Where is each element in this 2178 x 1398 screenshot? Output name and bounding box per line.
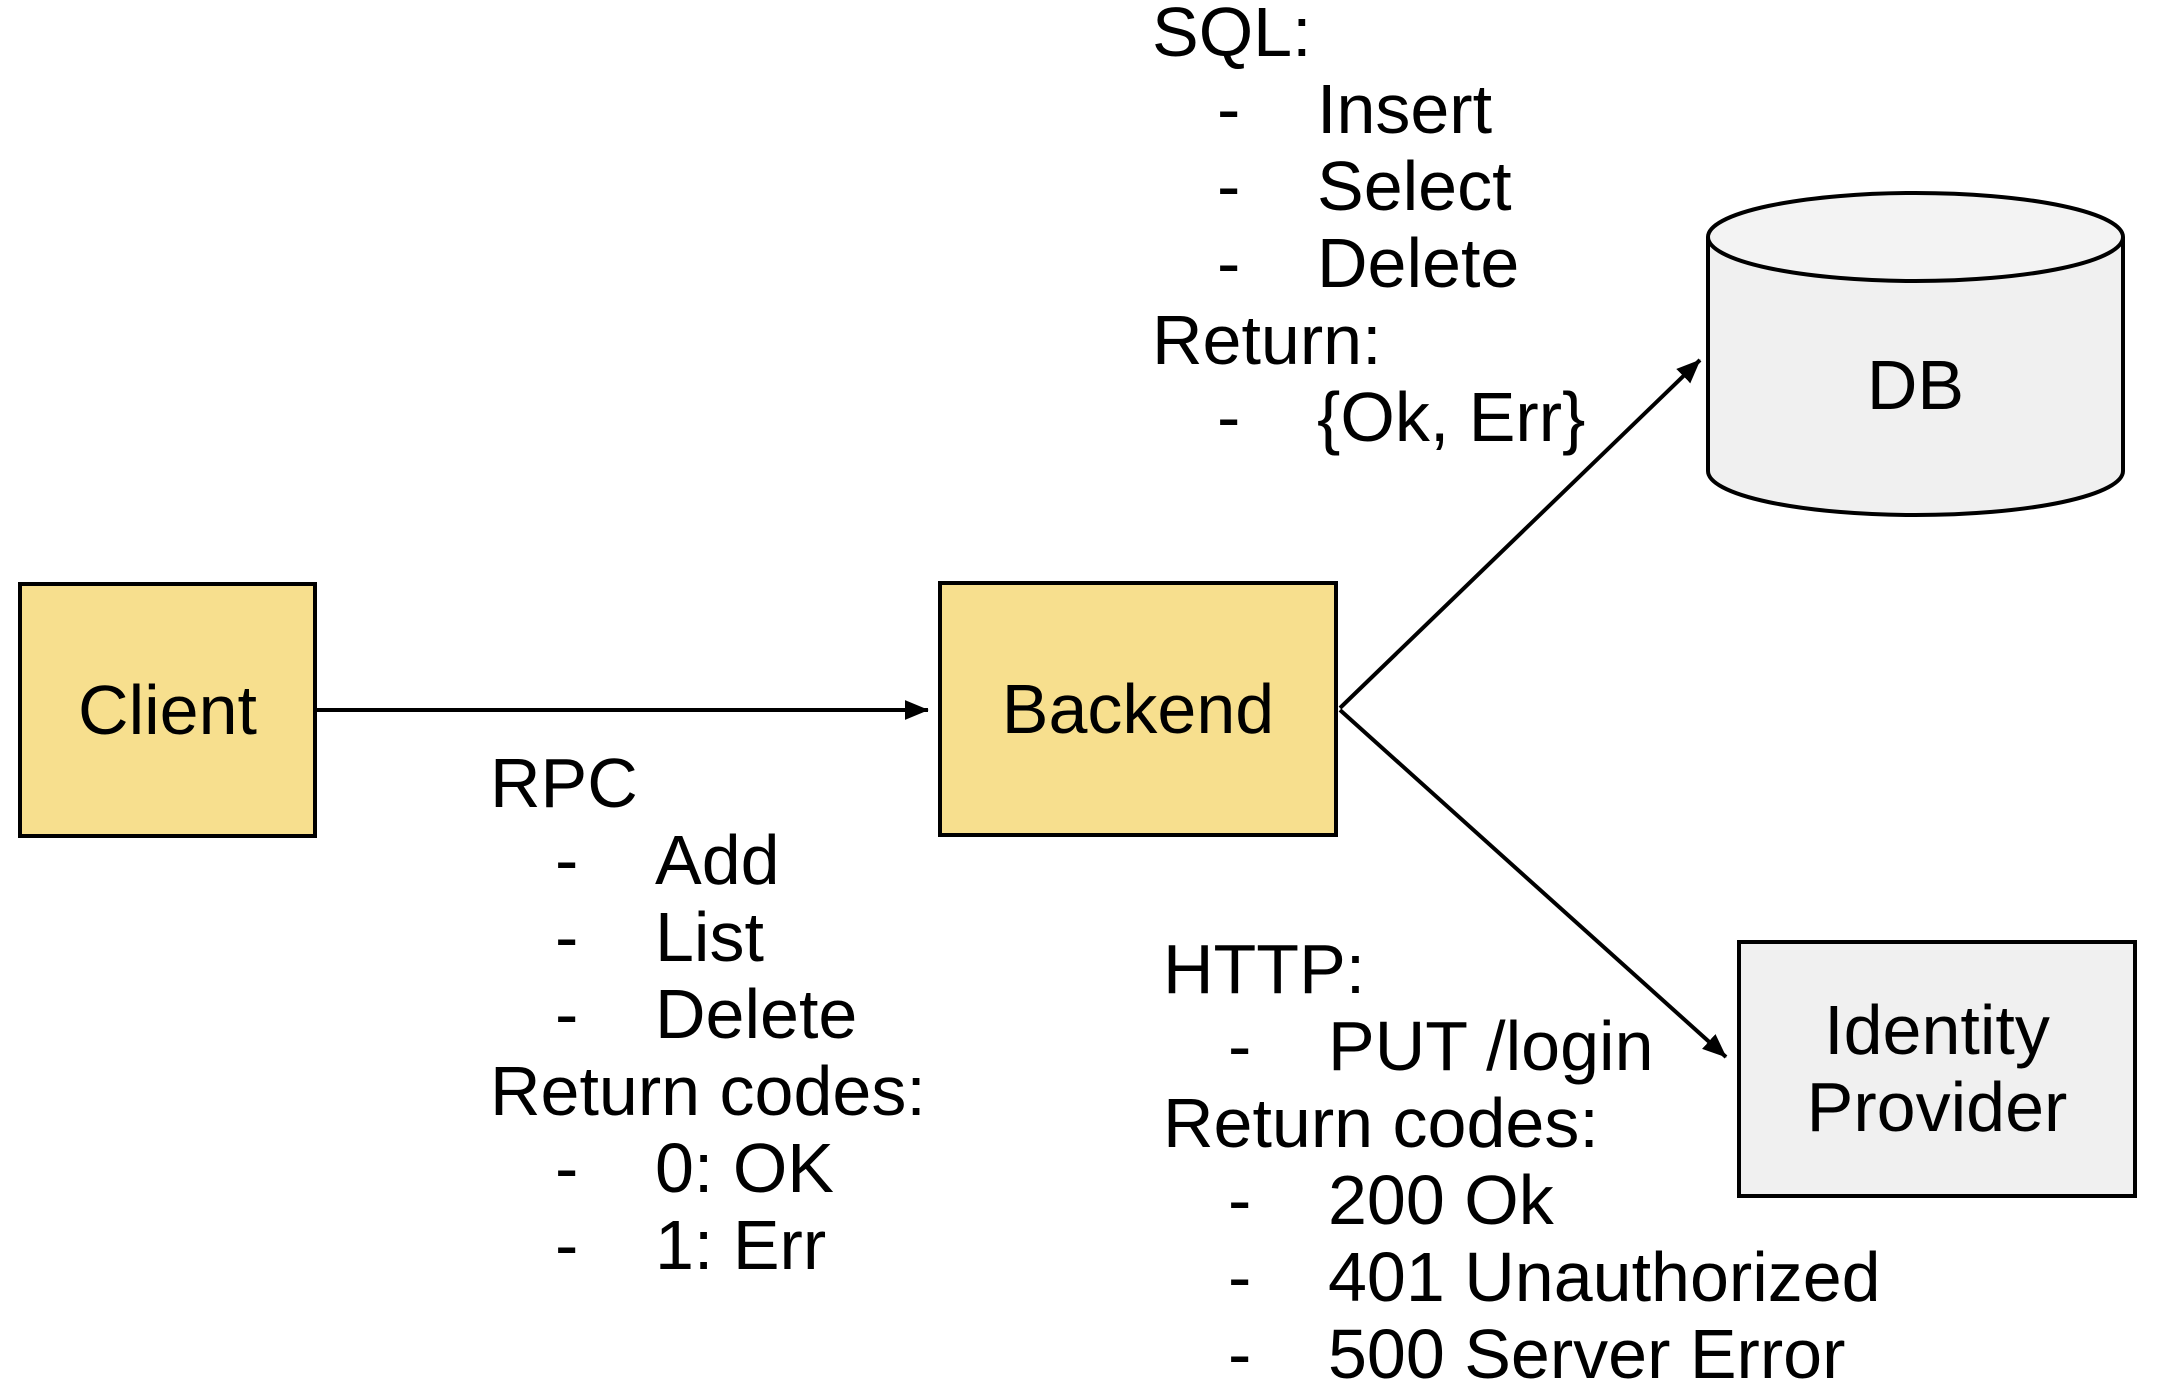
db-cylinder-top bbox=[1706, 191, 2125, 283]
edge-backend-to-db-arrow bbox=[1338, 358, 1702, 710]
node-idp-label-line1: Identity bbox=[1824, 991, 2050, 1069]
node-db-label: DB bbox=[1708, 340, 2123, 430]
edge-backend-to-idp-arrow bbox=[1338, 708, 1728, 1059]
db-label-text: DB bbox=[1866, 345, 1965, 424]
db-cylinder-body bbox=[1706, 237, 2125, 517]
node-identity-provider: Identity Provider bbox=[1737, 940, 2137, 1198]
node-client-label: Client bbox=[78, 670, 257, 749]
node-backend: Backend bbox=[938, 581, 1338, 837]
node-backend-label: Backend bbox=[1001, 669, 1275, 748]
node-idp-label-line2: Provider bbox=[1806, 1068, 2068, 1146]
node-client: Client bbox=[18, 582, 317, 838]
db-cylinder bbox=[1706, 191, 2125, 517]
